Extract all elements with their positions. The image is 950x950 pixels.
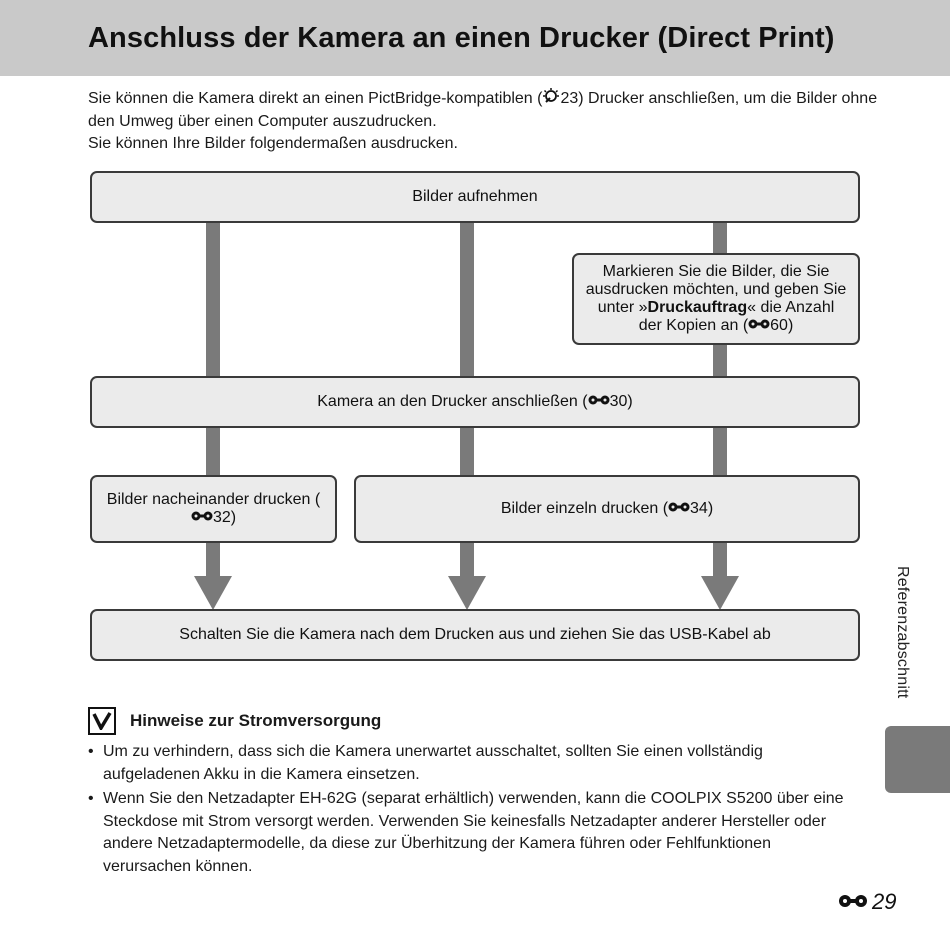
title-bar: Anschluss der Kamera an einen Drucker (D…	[0, 0, 950, 76]
intro-ref-number: 23	[560, 90, 579, 107]
reference-section-icon	[191, 509, 213, 527]
step-finish: Schalten Sie die Kamera nach dem Drucken…	[90, 609, 860, 661]
arrow-down-icon	[701, 576, 739, 610]
step-mark-for-printing: Markieren Sie die Bilder, die Sie ausdru…	[572, 253, 860, 345]
section-label: Referenzabschnitt	[894, 566, 911, 699]
reference-section-icon	[838, 889, 868, 915]
notes-heading: Hinweise zur Stromversorgung	[88, 707, 381, 735]
tip-icon	[542, 87, 560, 111]
notes-list: Um zu verhindern, dass sich die Kamera u…	[88, 741, 858, 880]
reference-section-icon	[748, 317, 770, 335]
list-item: Um zu verhindern, dass sich die Kamera u…	[88, 741, 858, 786]
note-check-icon	[88, 707, 116, 735]
intro-paragraph-2: Sie können Ihre Bilder folgendermaßen au…	[88, 135, 458, 152]
intro-paragraph-1: Sie können die Kamera direkt an einen Pi…	[88, 87, 878, 133]
step-connect-printer: Kamera an den Drucker anschließen (30)	[90, 376, 860, 428]
notes-title: Hinweise zur Stromversorgung	[130, 711, 382, 730]
arrow-down-icon	[448, 576, 486, 610]
arrow-down-icon	[194, 576, 232, 610]
step-print-sequential: Bilder nacheinander drucken (32)	[90, 475, 337, 543]
section-tab	[885, 726, 950, 793]
step-print-single: Bilder einzeln drucken (34)	[354, 475, 860, 543]
intro-text: Sie können die Kamera direkt an einen Pi…	[88, 87, 878, 156]
reference-section-icon	[588, 393, 610, 411]
list-item: Wenn Sie den Netzadapter EH-62G (separat…	[88, 788, 858, 878]
page-number: 29	[838, 889, 896, 915]
reference-section-icon	[668, 500, 690, 518]
print-order-label: Druckauftrag	[647, 298, 748, 316]
connector-bar	[460, 222, 474, 378]
step-take-pictures: Bilder aufnehmen	[90, 171, 860, 223]
connector-bar	[206, 222, 220, 378]
page-title: Anschluss der Kamera an einen Drucker (D…	[88, 22, 835, 54]
